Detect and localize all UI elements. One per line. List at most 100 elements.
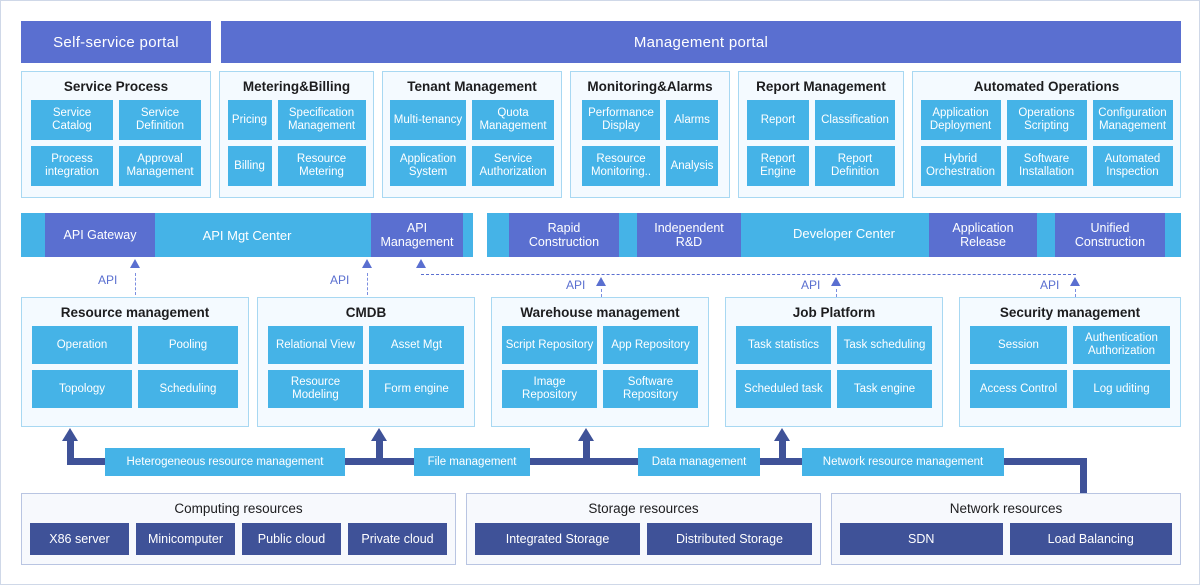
panel-title: Report Management xyxy=(756,79,886,94)
chip-api-gateway[interactable]: API Gateway xyxy=(45,213,155,257)
api-arrow-2 xyxy=(362,259,372,268)
infra-title: Storage resources xyxy=(588,501,699,516)
tile-performance-display[interactable]: Performance Display xyxy=(582,100,660,140)
tile-group: Script Repository App Repository Image R… xyxy=(499,326,701,408)
tile-alarms[interactable]: Alarms xyxy=(666,100,718,140)
panel-security-management[interactable]: Security management Session Authenticati… xyxy=(959,297,1181,427)
tile-resource-modeling[interactable]: Resource Modeling xyxy=(268,370,363,408)
management-portal-bar[interactable]: Management portal xyxy=(221,21,1181,63)
tile-operations-scripting[interactable]: Operations Scripting xyxy=(1006,100,1087,140)
api-dashed-line-5 xyxy=(1075,289,1076,297)
tile-resource-metering[interactable]: Resource Metering xyxy=(277,146,366,186)
tile-process-integration[interactable]: Process integration xyxy=(31,146,113,186)
tile-image-repository[interactable]: Image Repository xyxy=(502,370,597,408)
tile-specification-management[interactable]: Specification Management xyxy=(277,100,366,140)
chip-rapid-construction[interactable]: Rapid Construction xyxy=(509,213,619,257)
api-label-3: API xyxy=(566,278,586,292)
tile-operation[interactable]: Operation xyxy=(32,326,132,364)
chip-application-release[interactable]: Application Release xyxy=(929,213,1037,257)
tile-pricing[interactable]: Pricing xyxy=(227,100,272,140)
tile-application-deployment[interactable]: Application Deployment xyxy=(920,100,1001,140)
tile-authentication-authorization[interactable]: Authentication Authorization xyxy=(1073,326,1170,364)
tile-quota-management[interactable]: Quota Management xyxy=(472,100,554,140)
api-dashed-line-1 xyxy=(135,273,136,295)
tile-service-catalog[interactable]: Service Catalog xyxy=(31,100,113,140)
tile-analysis[interactable]: Analysis xyxy=(666,146,718,186)
chip-api-management[interactable]: API Management xyxy=(371,213,463,257)
tile-software-repository[interactable]: Software Repository xyxy=(603,370,698,408)
panel-resource-management[interactable]: Resource management Operation Pooling To… xyxy=(21,297,249,427)
tile-report-engine[interactable]: Report Engine xyxy=(747,146,809,186)
infra-tile-private-cloud[interactable]: Private cloud xyxy=(348,523,447,555)
chip-independent-rd[interactable]: Independent R&D xyxy=(637,213,741,257)
tile-service-authorization[interactable]: Service Authorization xyxy=(472,146,554,186)
tile-asset-mgt[interactable]: Asset Mgt xyxy=(369,326,464,364)
panel-automated-operations[interactable]: Automated Operations Application Deploym… xyxy=(912,71,1181,198)
panel-cmdb[interactable]: CMDB Relational View Asset Mgt Resource … xyxy=(257,297,475,427)
tile-automated-inspection[interactable]: Automated Inspection xyxy=(1092,146,1173,186)
tile-classification[interactable]: Classification xyxy=(815,100,895,140)
tile-approval-management[interactable]: Approval Management xyxy=(119,146,201,186)
tile-task-statistics[interactable]: Task statistics xyxy=(736,326,831,364)
bus-stub-2 xyxy=(376,441,383,463)
tile-billing[interactable]: Billing xyxy=(227,146,272,186)
developer-center-label: Developer Center xyxy=(793,226,895,241)
api-label-1: API xyxy=(98,273,118,287)
panel-monitoring-alarms[interactable]: Monitoring&Alarms Performance Display Al… xyxy=(570,71,730,198)
connector-data-management[interactable]: Data management xyxy=(638,448,760,476)
tile-script-repository[interactable]: Script Repository xyxy=(502,326,597,364)
tile-report[interactable]: Report xyxy=(747,100,809,140)
self-service-portal-bar[interactable]: Self-service portal xyxy=(21,21,211,63)
panel-warehouse-management[interactable]: Warehouse management Script Repository A… xyxy=(491,297,709,427)
tile-task-engine[interactable]: Task engine xyxy=(837,370,932,408)
connector-bus-trunk xyxy=(67,458,1087,465)
tile-topology[interactable]: Topology xyxy=(32,370,132,408)
tile-scheduled-task[interactable]: Scheduled task xyxy=(736,370,831,408)
api-label-4: API xyxy=(801,278,821,292)
panel-title: Automated Operations xyxy=(973,79,1120,94)
connector-heterogeneous-resource-management[interactable]: Heterogeneous resource management xyxy=(105,448,345,476)
tile-log-uditing[interactable]: Log uditing xyxy=(1073,370,1170,408)
panel-service-process[interactable]: Service Process Service Catalog Service … xyxy=(21,71,211,198)
panel-metering-billing[interactable]: Metering&Billing Pricing Specification M… xyxy=(219,71,374,198)
api-dashed-line-4 xyxy=(836,289,837,297)
panel-job-platform[interactable]: Job Platform Task statistics Task schedu… xyxy=(725,297,943,427)
infra-tile-load-balancing[interactable]: Load Balancing xyxy=(1009,523,1172,555)
developer-center-band[interactable]: Rapid Construction Independent R&D Devel… xyxy=(487,213,1181,257)
tile-task-scheduling[interactable]: Task scheduling xyxy=(837,326,932,364)
tile-resource-monitoring[interactable]: Resource Monitoring.. xyxy=(582,146,660,186)
panel-computing-resources[interactable]: Computing resources X86 server Minicompu… xyxy=(21,493,456,565)
tile-application-system[interactable]: Application System xyxy=(390,146,466,186)
api-arrow-into-api-management xyxy=(416,259,426,268)
self-service-portal-label: Self-service portal xyxy=(53,33,179,51)
infra-tile-minicomputer[interactable]: Minicomputer xyxy=(136,523,235,555)
tile-access-control[interactable]: Access Control xyxy=(970,370,1067,408)
connector-network-resource-management[interactable]: Network resource management xyxy=(802,448,1004,476)
tile-session[interactable]: Session xyxy=(970,326,1067,364)
panel-tenant-management[interactable]: Tenant Management Multi-tenancy Quota Ma… xyxy=(382,71,562,198)
connector-file-management[interactable]: File management xyxy=(414,448,530,476)
tile-relational-view[interactable]: Relational View xyxy=(268,326,363,364)
infra-tile-integrated-storage[interactable]: Integrated Storage xyxy=(475,523,640,555)
api-mgt-center-band[interactable]: API Gateway API Mgt Center API Managemen… xyxy=(21,213,473,257)
tile-service-definition[interactable]: Service Definition xyxy=(119,100,201,140)
tile-multi-tenancy[interactable]: Multi-tenancy xyxy=(390,100,466,140)
tile-software-installation[interactable]: Software Installation xyxy=(1006,146,1087,186)
tile-app-repository[interactable]: App Repository xyxy=(603,326,698,364)
panel-title: CMDB xyxy=(345,305,387,320)
tile-configuration-management[interactable]: Configuration Management xyxy=(1092,100,1173,140)
chip-unified-construction[interactable]: Unified Construction xyxy=(1055,213,1165,257)
tile-scheduling[interactable]: Scheduling xyxy=(138,370,238,408)
tile-pooling[interactable]: Pooling xyxy=(138,326,238,364)
tile-report-definition[interactable]: Report Definition xyxy=(815,146,895,186)
tile-form-engine[interactable]: Form engine xyxy=(369,370,464,408)
infra-tile-public-cloud[interactable]: Public cloud xyxy=(242,523,341,555)
tile-hybrid-orchestration[interactable]: Hybrid Orchestration xyxy=(920,146,1001,186)
infra-tile-x86-server[interactable]: X86 server xyxy=(30,523,129,555)
infra-tile-distributed-storage[interactable]: Distributed Storage xyxy=(647,523,812,555)
api-label-5: API xyxy=(1040,278,1060,292)
infra-tile-sdn[interactable]: SDN xyxy=(840,523,1003,555)
panel-network-resources[interactable]: Network resources SDN Load Balancing xyxy=(831,493,1181,565)
panel-report-management[interactable]: Report Management Report Classification … xyxy=(738,71,904,198)
panel-storage-resources[interactable]: Storage resources Integrated Storage Dis… xyxy=(466,493,821,565)
